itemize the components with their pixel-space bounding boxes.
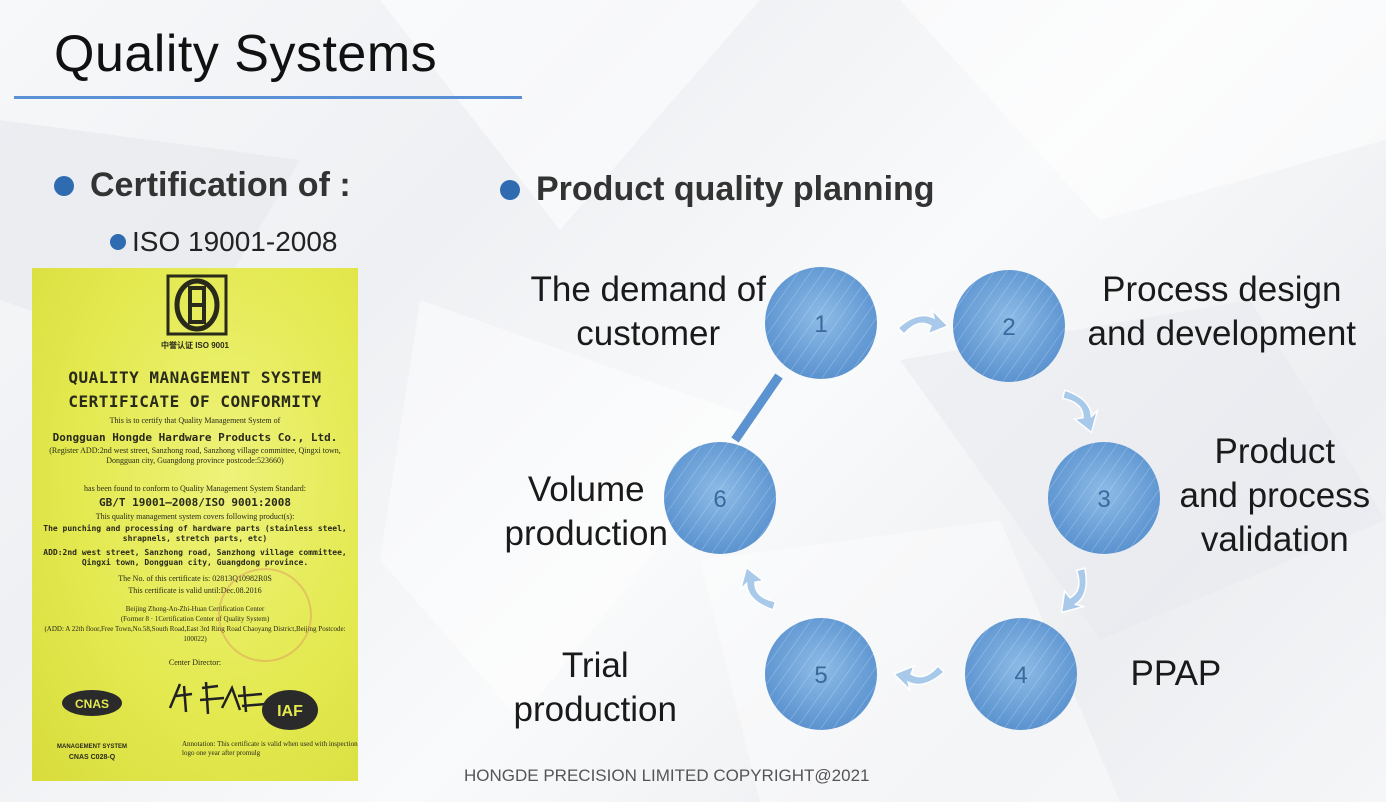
step-number: 1 xyxy=(814,311,827,338)
bullet-dot xyxy=(110,234,126,250)
certificate-center-address: (ADD: A 22th floor,Free Town,No.58,South… xyxy=(44,625,346,643)
step-number: 5 xyxy=(814,662,827,689)
step-4-label: PPAP xyxy=(1130,654,1222,693)
certification-heading: Certification of : xyxy=(54,166,351,205)
certificate-center: Beijing Zhong-An-Zhi-Huan Certification … xyxy=(125,605,265,613)
svg-text:CNAS: CNAS xyxy=(75,697,109,711)
flow-arrow-icon xyxy=(1060,567,1088,614)
certificate-image: 中誉认证 ISO 9001 QUALITY MANAGEMENT SYSTEM … xyxy=(32,268,358,781)
step-4-circle: 4 xyxy=(965,618,1077,730)
certificate-former: (Former 8 · 1Certification Center of Qua… xyxy=(120,615,270,623)
step-number: 2 xyxy=(1002,314,1015,341)
planning-heading-text: Product quality planning xyxy=(536,170,935,208)
red-stamp xyxy=(218,568,312,662)
certificate-products: The punching and processing of hardware … xyxy=(43,524,347,543)
certificate-conform: has been found to conform to Quality Man… xyxy=(84,484,306,493)
certificate-number: The No. of this certificate is: 02813Q10… xyxy=(118,574,272,583)
cnas-type: MANAGEMENT SYSTEM xyxy=(56,744,127,750)
step-6-circle: 6 xyxy=(664,442,776,554)
certification-logo-icon xyxy=(166,274,228,336)
certificate-company: Dongguan Hongde Hardware Products Co., L… xyxy=(52,431,338,444)
svg-text:IAF: IAF xyxy=(277,703,303,720)
certificate-annotation: Annotation: This certificate is valid wh… xyxy=(182,740,358,757)
certificate-valid: This certificate is valid until:Dec.08.2… xyxy=(128,586,262,595)
page-title: Quality Systems xyxy=(54,25,438,83)
certificate-address: ADD:2nd west street, Sanzhong road, Sanz… xyxy=(43,548,347,567)
certificate-covers: This quality management system covers fo… xyxy=(95,512,295,521)
logo-caption: 中誉认证 ISO 9001 xyxy=(160,341,230,350)
step-5-circle: 5 xyxy=(765,618,877,730)
certificate-register-address: (Register ADD:2nd west street, Sanzhong … xyxy=(49,446,341,465)
certification-item-text: ISO 19001-2008 xyxy=(132,226,338,257)
bullet-dot xyxy=(500,179,520,200)
certificate-intro: This is to certify that Quality Manageme… xyxy=(109,416,281,425)
title-underline xyxy=(14,96,522,99)
iaf-logo-icon: IAF xyxy=(262,690,318,730)
flow-arrow-icon xyxy=(1061,389,1099,434)
flow-arrow-icon xyxy=(892,664,946,693)
cnas-number: CNAS C028-Q xyxy=(68,754,116,761)
bullet-dot xyxy=(54,175,74,196)
certificate-standard: GB/T 19001—2008/ISO 9001:2008 xyxy=(98,496,292,509)
flow-arrow-icon xyxy=(739,566,777,611)
certificate-director: Center Director: xyxy=(168,658,222,667)
connector-line xyxy=(731,373,783,443)
step-number: 3 xyxy=(1097,486,1110,513)
step-3-circle: 3 xyxy=(1048,442,1160,554)
flow-arrow-icon xyxy=(896,307,950,336)
cnas-logo-icon: CNAS xyxy=(62,690,122,716)
footer-copyright: HONGDE PRECISION LIMITED COPYRIGHT@2021 xyxy=(464,766,870,785)
certification-item: ISO 19001-2008 xyxy=(110,226,338,258)
step-1-circle: 1 xyxy=(765,267,877,379)
certificate-title-1: QUALITY MANAGEMENT SYSTEM xyxy=(68,368,322,387)
signature xyxy=(168,681,267,715)
certificate-title-2: CERTIFICATE OF CONFORMITY xyxy=(68,392,322,411)
step-number: 6 xyxy=(713,486,726,513)
planning-heading: Product quality planning xyxy=(500,170,935,209)
step-number: 4 xyxy=(1014,662,1027,689)
step-2-circle: 2 xyxy=(953,270,1065,382)
certification-heading-text: Certification of : xyxy=(90,166,351,204)
